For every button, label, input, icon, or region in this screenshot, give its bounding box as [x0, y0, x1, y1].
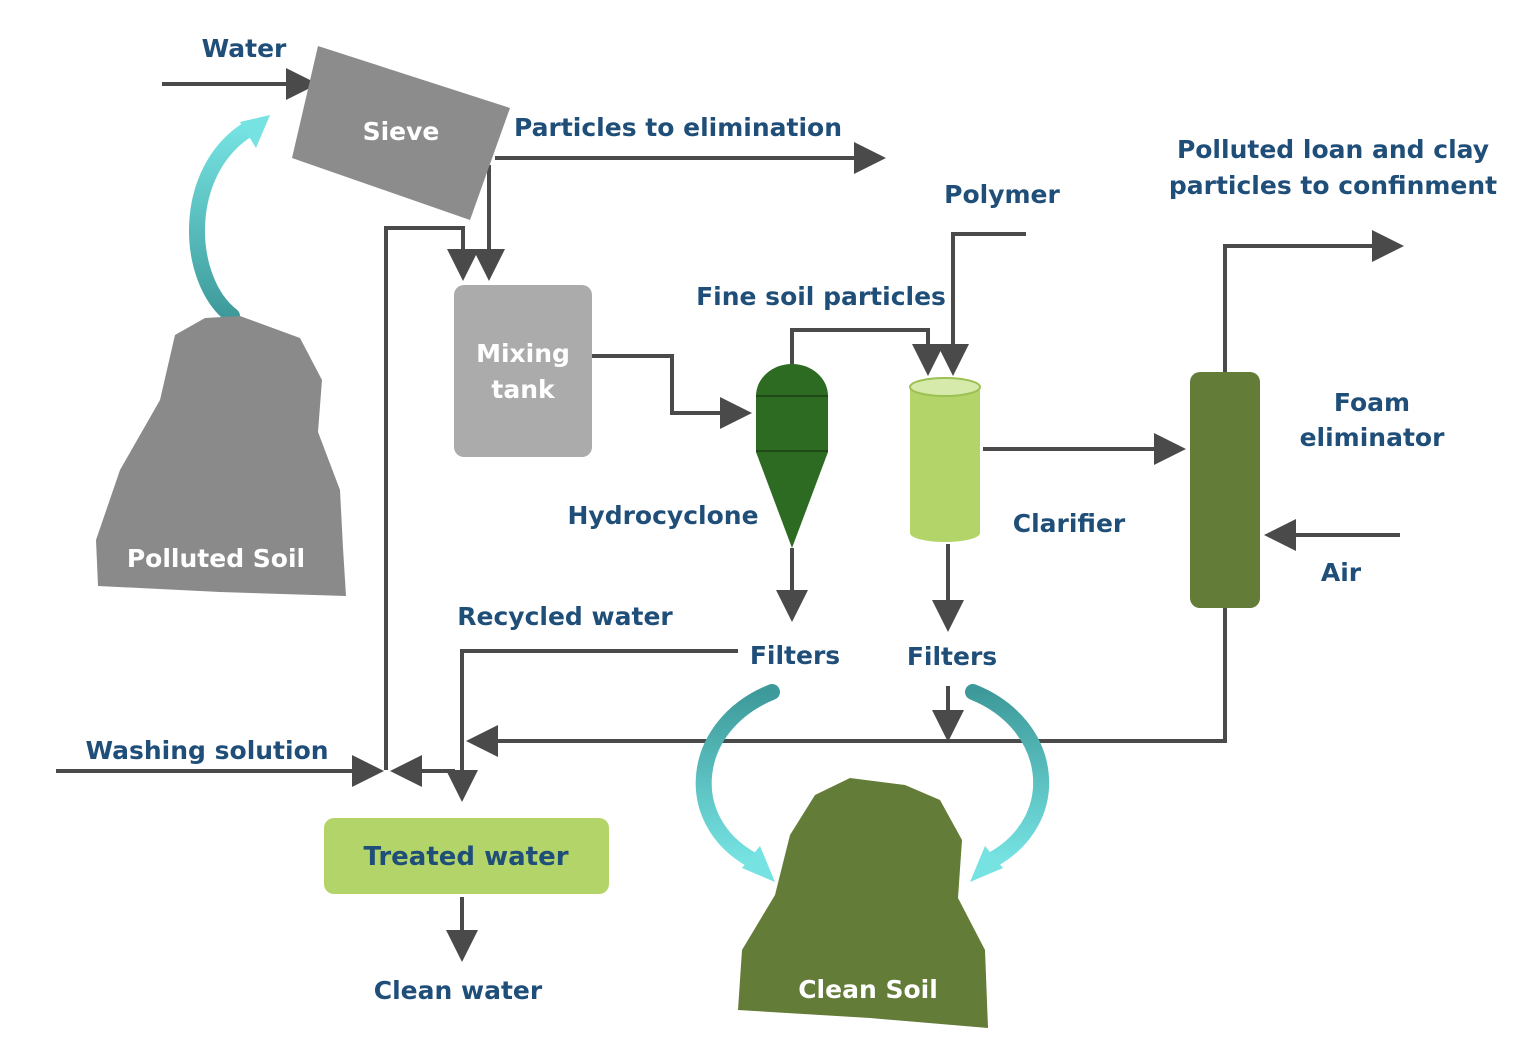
recycled-water-label: Recycled water — [457, 602, 673, 631]
hydrocyclone-label: Hydrocyclone — [567, 501, 758, 530]
filters-right-label: Filters — [907, 642, 997, 671]
mixing-tank: Mixing tank — [454, 285, 592, 457]
polluted-soil-pile: Polluted Soil — [96, 316, 346, 596]
clean-water-label: Clean water — [374, 976, 543, 1005]
treated-water-box: Treated water — [324, 818, 609, 894]
foam-eliminator — [1190, 372, 1260, 608]
mixing-to-hydrocyclone-arrow — [592, 354, 752, 429]
fine-particles-arrow — [790, 328, 944, 376]
sieve-label: Sieve — [363, 117, 440, 146]
polluted-loan-label-line2: particles to confinment — [1169, 171, 1497, 200]
filters-left-label: Filters — [750, 641, 840, 670]
filters-left-to-soil-arrow — [695, 684, 780, 882]
polluted-soil-label: Polluted Soil — [127, 544, 305, 573]
foam-eliminator-label-line1: Foam — [1334, 388, 1410, 417]
fine-soil-particles-label: Fine soil particles — [696, 282, 946, 311]
polluted-loan-arrow — [1223, 230, 1404, 372]
filters-right-to-soil-arrow — [965, 684, 1050, 882]
clean-soil-label: Clean Soil — [798, 975, 938, 1004]
polymer-label: Polymer — [944, 180, 1060, 209]
air-label: Air — [1321, 558, 1362, 587]
washing-return-line — [384, 226, 479, 770]
clarifier — [909, 377, 981, 542]
clean-soil-pile: Clean Soil — [738, 778, 988, 1028]
recycled-water-line — [446, 649, 738, 802]
hydrocyclone — [756, 364, 828, 548]
foam-eliminator-label-line2: eliminator — [1300, 423, 1446, 452]
sieve: Sieve — [292, 46, 510, 220]
treated-water-label: Treated water — [363, 842, 568, 872]
clarifier-label: Clarifier — [1013, 509, 1126, 538]
washing-solution-label: Washing solution — [85, 736, 328, 765]
particles-elimination-label: Particles to elimination — [514, 113, 842, 142]
mixing-tank-label-line1: Mixing — [476, 339, 570, 368]
polymer-arrow — [937, 232, 1026, 376]
polluted-loan-label-line1: Polluted loan and clay — [1177, 135, 1489, 164]
mixing-tank-label-line2: tank — [491, 375, 556, 404]
water-label: Water — [202, 34, 287, 63]
polluted-soil-lift-arrow — [189, 115, 270, 324]
